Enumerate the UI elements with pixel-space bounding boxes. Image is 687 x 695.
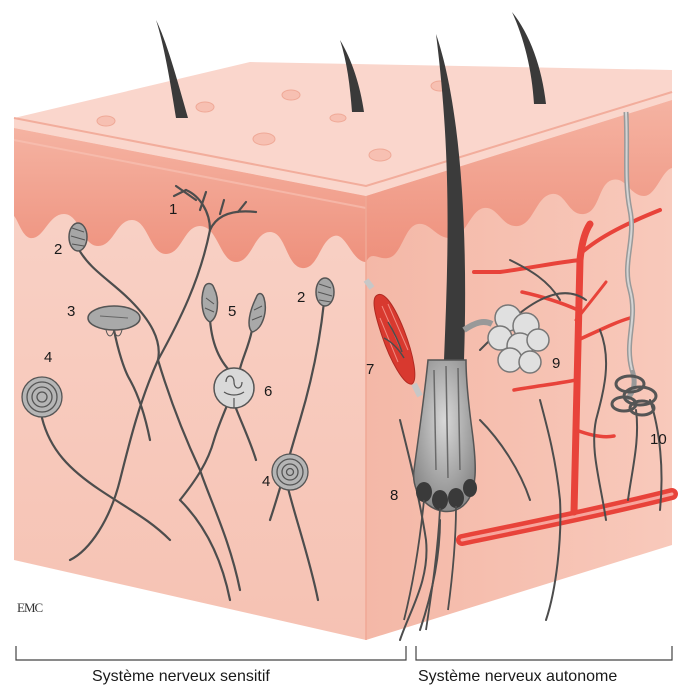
pacinian-corpuscle-left: [22, 377, 62, 417]
meissner-corpuscle-left: [69, 223, 87, 251]
label-4-left: 4: [44, 349, 52, 366]
emc-logo: EMC: [17, 600, 42, 616]
label-1: 1: [169, 201, 177, 218]
label-7: 7: [366, 361, 374, 378]
label-2-left: 2: [54, 241, 62, 258]
krause-end-bulb: [214, 368, 254, 408]
caption-autonomic: Système nerveux autonome: [418, 668, 617, 686]
label-2-right: 2: [297, 289, 305, 306]
label-5: 5: [228, 303, 236, 320]
caption-brackets: [16, 646, 672, 660]
label-8: 8: [390, 487, 398, 504]
pacinian-corpuscle-right: [272, 454, 308, 490]
caption-sensory: Système nerveux sensitif: [92, 668, 270, 686]
label-9: 9: [552, 355, 560, 372]
label-6: 6: [264, 383, 272, 400]
label-4-right: 4: [262, 473, 270, 490]
meissner-corpuscle-right: [316, 278, 334, 306]
label-3: 3: [67, 303, 75, 320]
label-10: 10: [650, 431, 667, 448]
